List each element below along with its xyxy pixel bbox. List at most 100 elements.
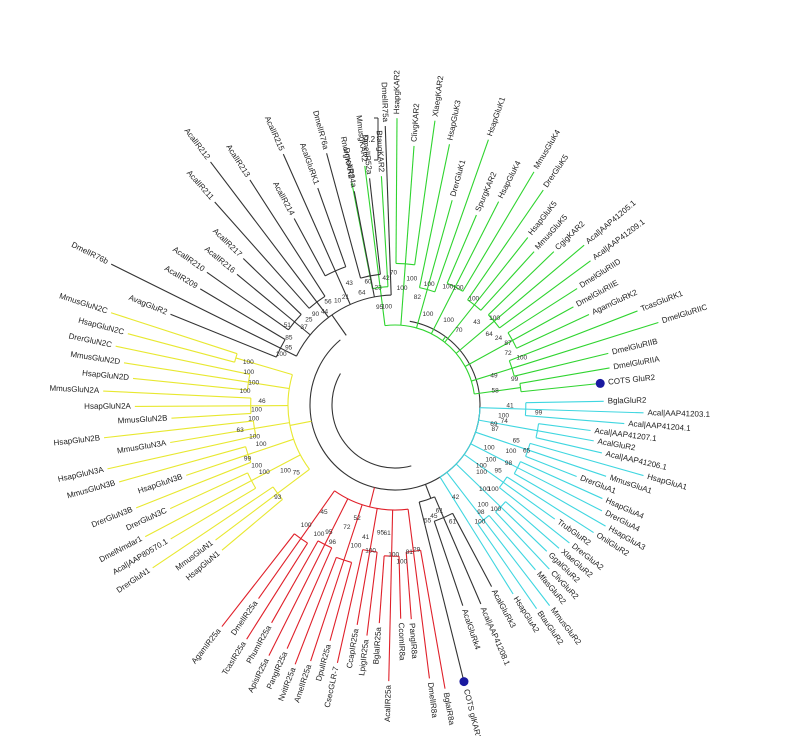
subclade-arc bbox=[535, 423, 540, 438]
bootstrap-label: 100 bbox=[243, 369, 254, 376]
bootstrap-label: 100 bbox=[476, 469, 487, 476]
leaf-branch bbox=[516, 314, 590, 349]
leaf-label: MmusGluN2D bbox=[70, 350, 121, 367]
leaf-label: DmelGluRIIB bbox=[611, 337, 658, 357]
bootstrap-label: 49 bbox=[490, 373, 498, 380]
subclade-arc bbox=[495, 501, 506, 513]
leaf-branch bbox=[488, 515, 536, 571]
leaf-label: MmusGluN2A bbox=[49, 384, 100, 395]
clade-arc-black-outer bbox=[295, 294, 392, 357]
leaf-branch bbox=[206, 271, 289, 331]
leaf-branch bbox=[336, 549, 364, 664]
bootstrap-label: 82 bbox=[414, 294, 422, 301]
scale-bar-label: 0.2 bbox=[364, 135, 376, 144]
bootstrap-label: 90 bbox=[312, 311, 320, 318]
leaf-branch bbox=[110, 312, 238, 355]
bootstrap-label: 41 bbox=[506, 402, 514, 409]
leaf-label: COTS glKAR2 bbox=[462, 688, 483, 736]
bootstrap-label: 70 bbox=[390, 270, 398, 277]
subclade-stem bbox=[446, 471, 484, 521]
leaf-branch bbox=[525, 400, 604, 404]
bootstrap-label: 95 bbox=[376, 304, 384, 311]
clade-arc-green bbox=[384, 324, 475, 395]
subclade-stem bbox=[379, 287, 386, 326]
leaf-branch bbox=[286, 547, 333, 649]
leaf-branch bbox=[412, 551, 430, 679]
bootstrap-label: 100 bbox=[474, 519, 485, 526]
leaf-branch bbox=[525, 414, 625, 425]
bootstrap-label: 43 bbox=[346, 280, 354, 287]
bootstrap-label: 100 bbox=[251, 406, 262, 413]
leaf-label: HsapGluN2B bbox=[53, 433, 100, 447]
leaf-branch bbox=[221, 499, 283, 551]
leaf-branch bbox=[499, 487, 570, 544]
leaf-branch bbox=[483, 519, 551, 606]
leaf-label: BglaGluR2 bbox=[608, 396, 647, 406]
bootstrap-label: 65 bbox=[523, 447, 531, 454]
leaf-label: DrerGluK1 bbox=[449, 158, 468, 197]
bootstrap-label: 100 bbox=[248, 415, 259, 422]
leaf-branch bbox=[215, 492, 278, 541]
leaf-branch bbox=[452, 513, 493, 587]
leaf-branch bbox=[107, 435, 257, 470]
bootstrap-label: 100 bbox=[314, 531, 325, 538]
leaf-branch bbox=[507, 288, 578, 334]
subclade-stem bbox=[464, 339, 513, 367]
bootstrap-label: 100 bbox=[423, 311, 434, 318]
leaf-branch bbox=[446, 214, 477, 284]
scale-bar: 0.2 bbox=[364, 117, 379, 161]
leaf-branch bbox=[329, 562, 353, 641]
subclade-stem bbox=[391, 509, 394, 557]
bootstrap-label: 45 bbox=[430, 513, 438, 520]
bootstrap-label: 29 bbox=[413, 547, 421, 554]
leaf-label: AcalIR25a bbox=[383, 684, 393, 722]
subclade-stem bbox=[455, 320, 495, 354]
bootstrap-label: 98 bbox=[477, 509, 485, 516]
leaf-label: COTS GluR2 bbox=[608, 373, 656, 387]
leaf-label: DrerGluN2C bbox=[68, 331, 113, 349]
leaf-branch bbox=[282, 153, 336, 272]
leaf-label: CcomIR8a bbox=[397, 623, 407, 662]
subclade-stem bbox=[280, 347, 297, 357]
bootstrap-label: 100 bbox=[453, 284, 464, 291]
subclade-arc bbox=[498, 476, 508, 488]
bootstrap-label: 100 bbox=[276, 351, 287, 358]
leaf-branch bbox=[527, 449, 607, 477]
bootstrap-label: 55 bbox=[424, 517, 432, 524]
bootstrap-label: 51 bbox=[284, 322, 292, 329]
bootstrap-label: 61 bbox=[449, 518, 457, 525]
bootstrap-label: 93 bbox=[274, 494, 282, 501]
bootstrap-label: 61 bbox=[436, 508, 444, 515]
leaf-label: PangIR8a bbox=[408, 623, 420, 660]
bootstrap-label: 100 bbox=[280, 467, 291, 474]
leaf-label: DmelIR25a bbox=[229, 599, 260, 637]
leaf-branch bbox=[221, 533, 295, 627]
leaf-branch bbox=[467, 189, 544, 301]
leaf-branch bbox=[170, 427, 255, 444]
leaf-label: ClivgKAR2 bbox=[409, 102, 421, 142]
bootstrap-label: 100 bbox=[498, 413, 509, 420]
bootstrap-label: 58 bbox=[491, 388, 499, 395]
bootstrap-label: 100 bbox=[516, 354, 527, 361]
bootstrap-label: 95 bbox=[377, 529, 385, 536]
subclade-stem bbox=[418, 501, 426, 526]
leaf-branch bbox=[134, 405, 251, 407]
leaf-branch bbox=[170, 487, 256, 540]
bootstrap-label: 25 bbox=[305, 317, 313, 324]
bootstrap-label: 100 bbox=[490, 506, 501, 513]
leaf-label: XlaegKAR2 bbox=[431, 75, 446, 118]
bootstrap-label: 100 bbox=[243, 359, 254, 366]
leaf-label: Acal|AAP41209.1 bbox=[591, 217, 647, 262]
leaf-branch bbox=[110, 263, 281, 349]
leaf-label: DmelIR8a bbox=[426, 682, 439, 719]
leaf-branch bbox=[380, 176, 389, 287]
leaf-label: Acal|AAP41203.1 bbox=[647, 408, 710, 419]
bootstrap-label: 87 bbox=[504, 340, 512, 347]
leaf-label: MmusGluN2C bbox=[58, 291, 109, 315]
bootstrap-label: 37 bbox=[300, 324, 308, 331]
bootstrap-label: 95 bbox=[325, 529, 333, 536]
subclade-stem bbox=[430, 286, 456, 334]
leaf-branch bbox=[123, 362, 249, 383]
